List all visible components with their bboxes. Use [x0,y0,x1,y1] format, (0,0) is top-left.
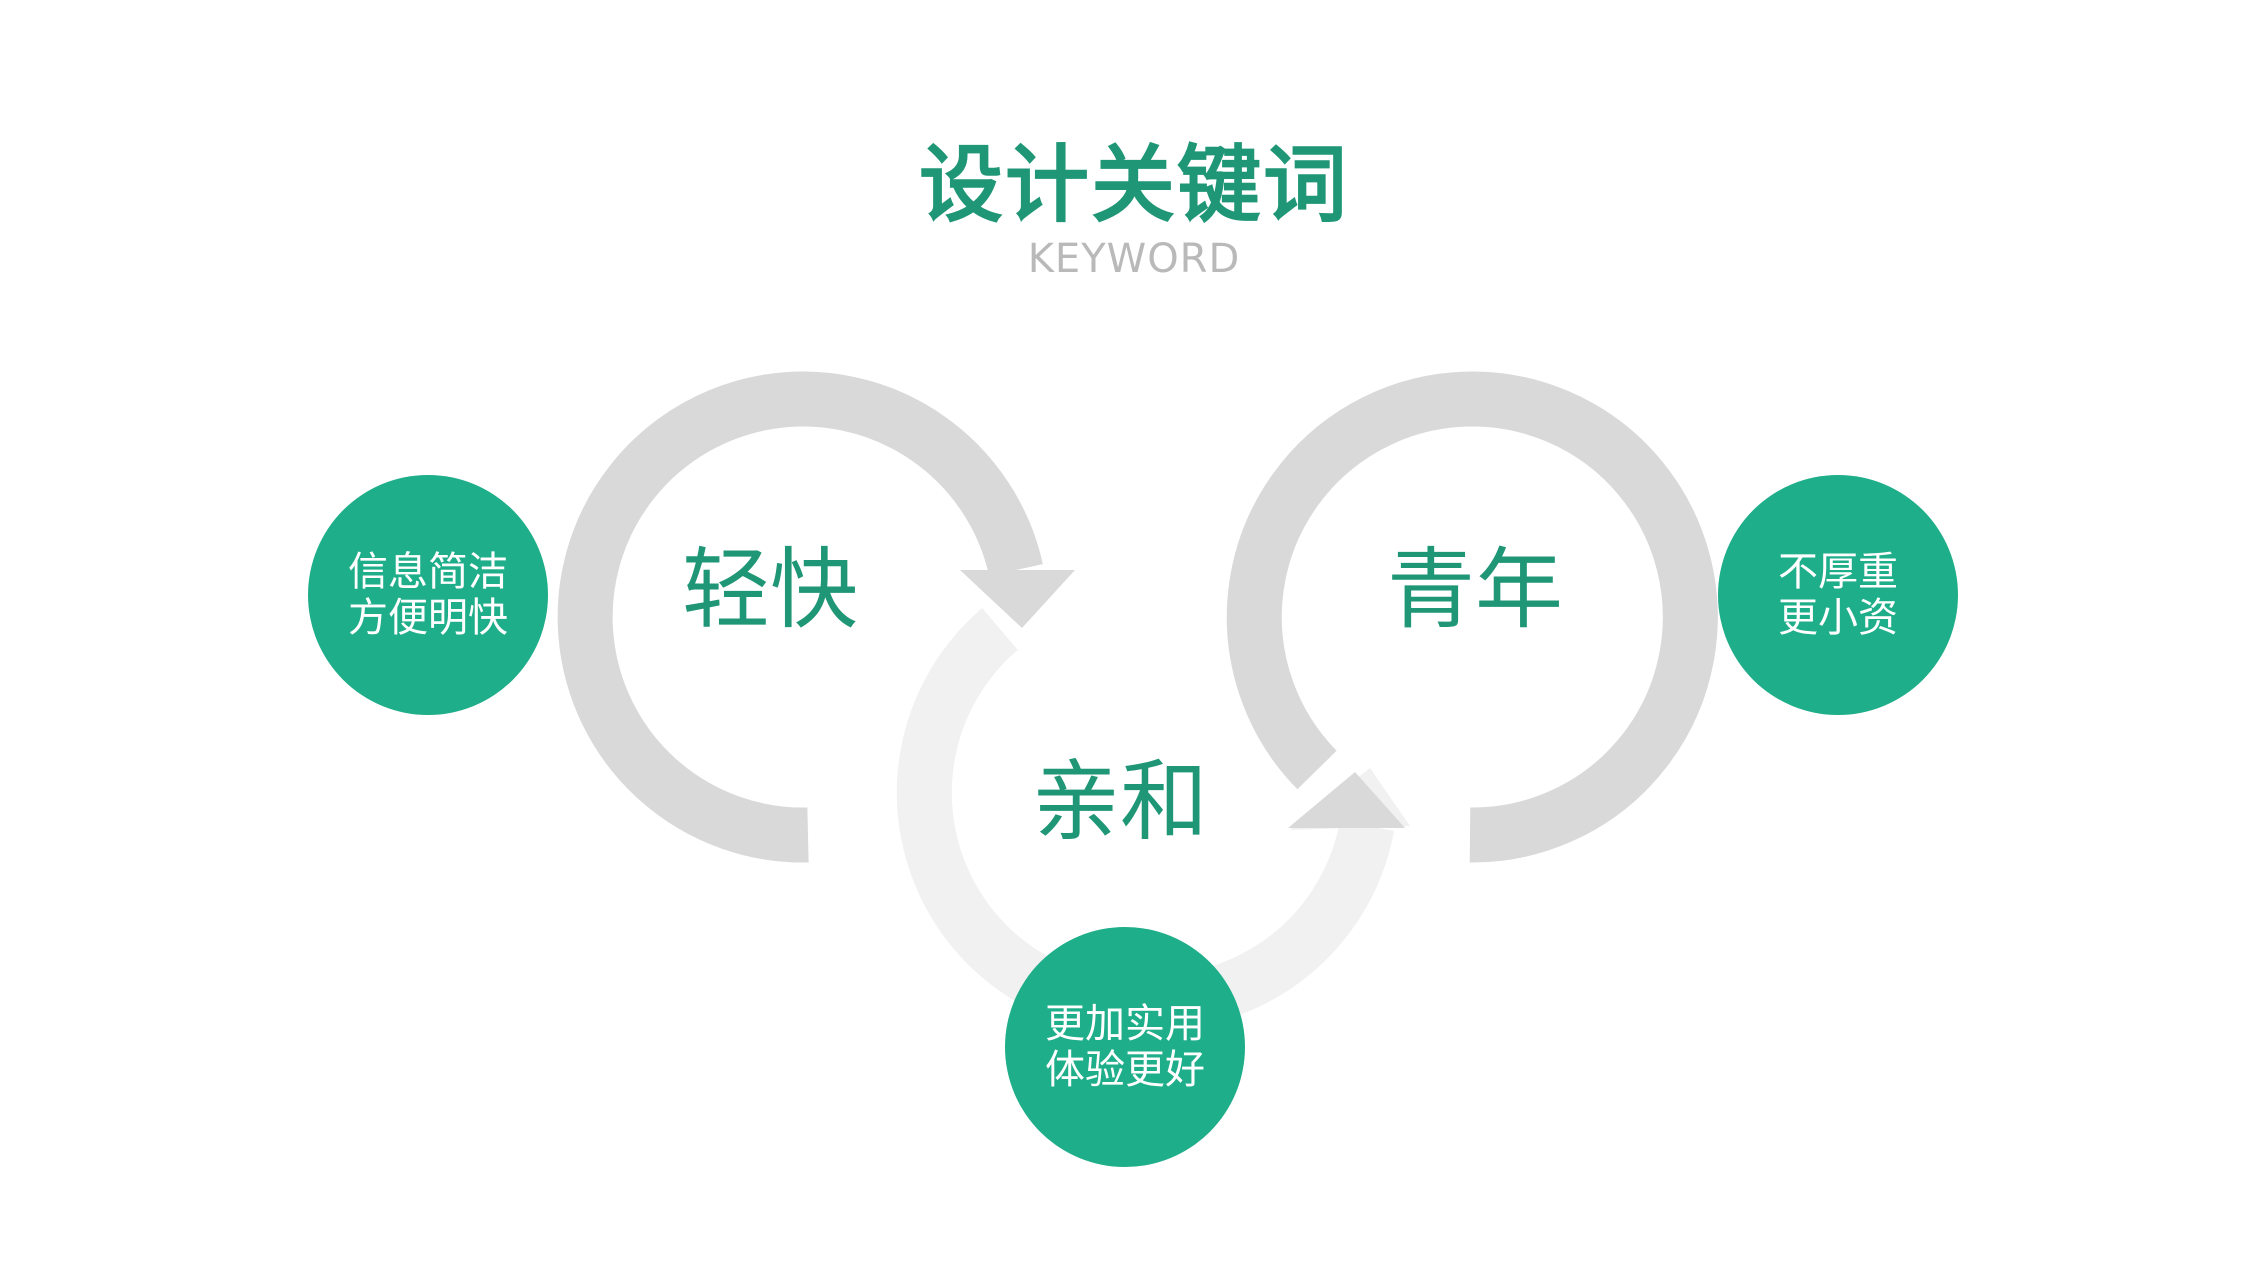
bubble-qingkuai-line-2: 方便明快 [348,595,508,641]
arrow-dark-left [557,371,1075,863]
bubble-qingnian-desc: 不厚重 更小资 [1718,475,1958,715]
bubble-qingnian-line-2: 更小资 [1778,595,1898,641]
bubble-qinhe-line-2: 体验更好 [1045,1047,1205,1093]
bubble-qinhe-desc: 更加实用 体验更好 [1005,927,1245,1167]
arrow-dark-right [1226,371,1718,863]
arrow-dark-left-arc [557,371,1043,863]
arrow-dark-right-arc [1226,371,1718,863]
keyword-qingnian: 青年 [1386,538,1563,641]
bubble-qinhe-line-1: 更加实用 [1045,1001,1205,1047]
bubble-qingkuai-desc: 信息简洁 方便明快 [308,475,548,715]
keyword-qinhe: 亲和 [1031,750,1208,853]
arrow-dark-right-head [1288,772,1405,828]
keyword-qingkuai: 轻快 [681,538,858,641]
page-title: 设计关键词 [918,136,1349,234]
arrow-dark-left-head [960,570,1075,628]
bubble-qingkuai-line-1: 信息简洁 [348,549,508,595]
page-subtitle: KEYWORD [1027,236,1241,282]
bubble-qingnian-line-1: 不厚重 [1778,549,1898,595]
